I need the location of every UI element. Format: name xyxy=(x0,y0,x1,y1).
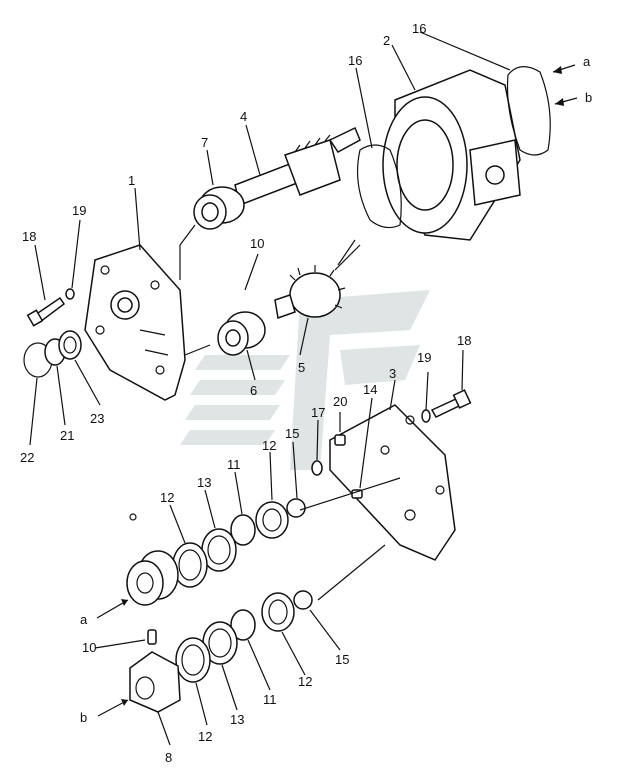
seal-12-c xyxy=(255,501,289,539)
leader-lines xyxy=(29,31,511,746)
seal-13-bottom-inner xyxy=(208,628,232,658)
washer-19-left xyxy=(65,288,75,300)
seal-12-d xyxy=(261,592,295,632)
ref-arrows xyxy=(96,64,578,717)
pin-10-top xyxy=(129,513,137,521)
label-10-top: 10 xyxy=(250,236,264,251)
label-15-top: 15 xyxy=(285,426,299,441)
label-8: 8 xyxy=(165,750,172,765)
label-15-bot: 15 xyxy=(335,652,349,667)
label-17: 17 xyxy=(311,405,325,420)
label-12-d: 12 xyxy=(298,674,312,689)
bushing-a-part xyxy=(126,550,179,606)
label-5: 5 xyxy=(298,360,305,375)
pin-10-bottom xyxy=(147,629,157,645)
label-16-left: 16 xyxy=(348,53,362,68)
bushing-7-part xyxy=(193,186,245,230)
label-18-right: 18 xyxy=(457,333,471,348)
label-18-left: 18 xyxy=(22,229,36,244)
label-ref-b-top: b xyxy=(585,90,592,105)
label-ref-a-bot: a xyxy=(80,612,88,627)
label-4: 4 xyxy=(240,109,247,124)
seal-12-c-inner xyxy=(262,508,282,532)
label-1: 1 xyxy=(128,173,135,188)
fitting-15-bottom xyxy=(293,590,313,610)
label-19-right: 19 xyxy=(417,350,431,365)
plate-11-bottom xyxy=(230,609,256,641)
label-16-right: 16 xyxy=(412,21,426,36)
label-11-bot: 11 xyxy=(263,692,277,707)
label-12-e: 12 xyxy=(198,729,212,744)
watermark-logo xyxy=(180,290,430,470)
bushing-6-part xyxy=(217,311,266,356)
seal-12-b-inner xyxy=(178,549,202,581)
label-13-bot: 13 xyxy=(230,712,244,727)
o-ring-16-small xyxy=(356,144,402,229)
bushing-8-part xyxy=(129,651,181,713)
label-13-top: 13 xyxy=(197,475,211,490)
front-cover-part xyxy=(84,244,186,401)
label-12-c: 12 xyxy=(262,438,276,453)
pump-body-part xyxy=(382,69,521,241)
callout-labels: 16 2 a b 16 4 7 1 19 18 10 6 5 18 19 3 1… xyxy=(20,21,592,765)
seal-12-d-inner xyxy=(268,599,288,625)
label-ref-b-bot: b xyxy=(80,710,87,725)
seal-12-e-inner xyxy=(181,644,205,676)
label-19-left: 19 xyxy=(72,203,86,218)
label-20: 20 xyxy=(333,394,347,409)
label-11-top: 11 xyxy=(227,457,241,472)
label-3: 3 xyxy=(389,366,396,381)
label-7: 7 xyxy=(201,135,208,150)
label-14: 14 xyxy=(363,382,377,397)
seal-13-top-inner xyxy=(207,535,231,565)
pin-20 xyxy=(334,434,346,446)
seal-23 xyxy=(58,330,82,360)
label-6: 6 xyxy=(250,383,257,398)
label-23: 23 xyxy=(90,411,104,426)
label-22: 22 xyxy=(20,450,34,465)
driven-gear-part xyxy=(274,244,361,320)
o-ring-16-large xyxy=(506,66,551,156)
seal-12-e xyxy=(175,637,211,683)
plate-11-top xyxy=(230,514,256,546)
label-21: 21 xyxy=(60,428,74,443)
ring-17 xyxy=(311,460,323,476)
label-ref-a-top: a xyxy=(583,54,591,69)
bolt-18-right xyxy=(430,389,472,418)
label-12-b: 12 xyxy=(160,490,174,505)
washer-19-right xyxy=(421,409,431,423)
bolt-18-left xyxy=(26,296,66,327)
fitting-15-top xyxy=(286,498,306,518)
seal-23-inner xyxy=(63,336,77,354)
label-10-bot: 10 xyxy=(82,640,96,655)
label-2: 2 xyxy=(383,33,390,48)
rear-cover-part xyxy=(329,404,456,561)
drive-shaft-gear-part xyxy=(234,126,361,207)
